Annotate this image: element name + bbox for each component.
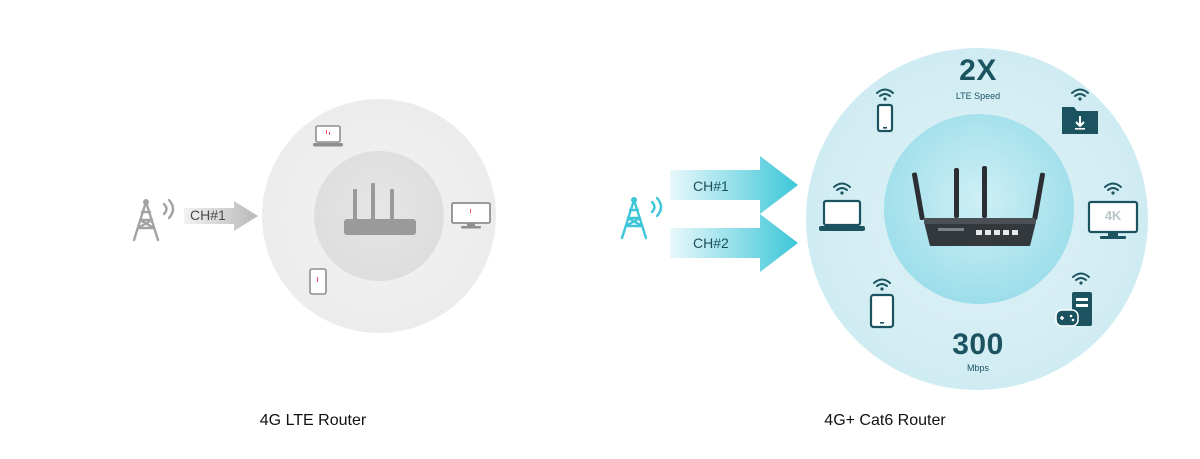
- download-folder-icon: [1062, 88, 1098, 134]
- cat6-coverage-inner-circle: [884, 114, 1074, 304]
- lte-router-caption: 4G LTE Router: [259, 412, 367, 429]
- throughput-value: 300: [952, 328, 1004, 361]
- router-icon: [912, 166, 1045, 246]
- channel-2-label: CH#2: [693, 235, 729, 251]
- cell-tower-icon: [132, 198, 175, 242]
- throughput-unit: Mbps: [966, 363, 989, 373]
- tablet-icon: [309, 268, 327, 295]
- speed-multiplier: 2X: [959, 54, 997, 87]
- laptop-icon: [819, 182, 865, 231]
- tv-4k-icon: [1087, 182, 1139, 239]
- tablet-icon: [869, 278, 895, 329]
- tv-4k-badge: 4K: [1104, 208, 1122, 223]
- channel-1-arrow: [670, 156, 798, 214]
- laptop-icon: [313, 125, 343, 147]
- monitor-icon: [451, 202, 491, 229]
- lte-channel-arrow: [184, 201, 258, 231]
- cell-tower-icon: [620, 196, 663, 240]
- router-icon: [344, 183, 416, 235]
- lte-coverage-inner-circle: [314, 151, 444, 281]
- channel-2-arrow: [670, 214, 798, 272]
- lte-channel-label: CH#1: [190, 207, 226, 223]
- channel-1-label: CH#1: [693, 178, 729, 194]
- speed-caption: LTE Speed: [955, 91, 1001, 101]
- cat6-channel-arrows: [670, 156, 798, 272]
- game-console-icon: [1055, 272, 1092, 327]
- cat6-router-caption: 4G+ Cat6 Router: [824, 412, 946, 429]
- smartphone-icon: [876, 88, 894, 133]
